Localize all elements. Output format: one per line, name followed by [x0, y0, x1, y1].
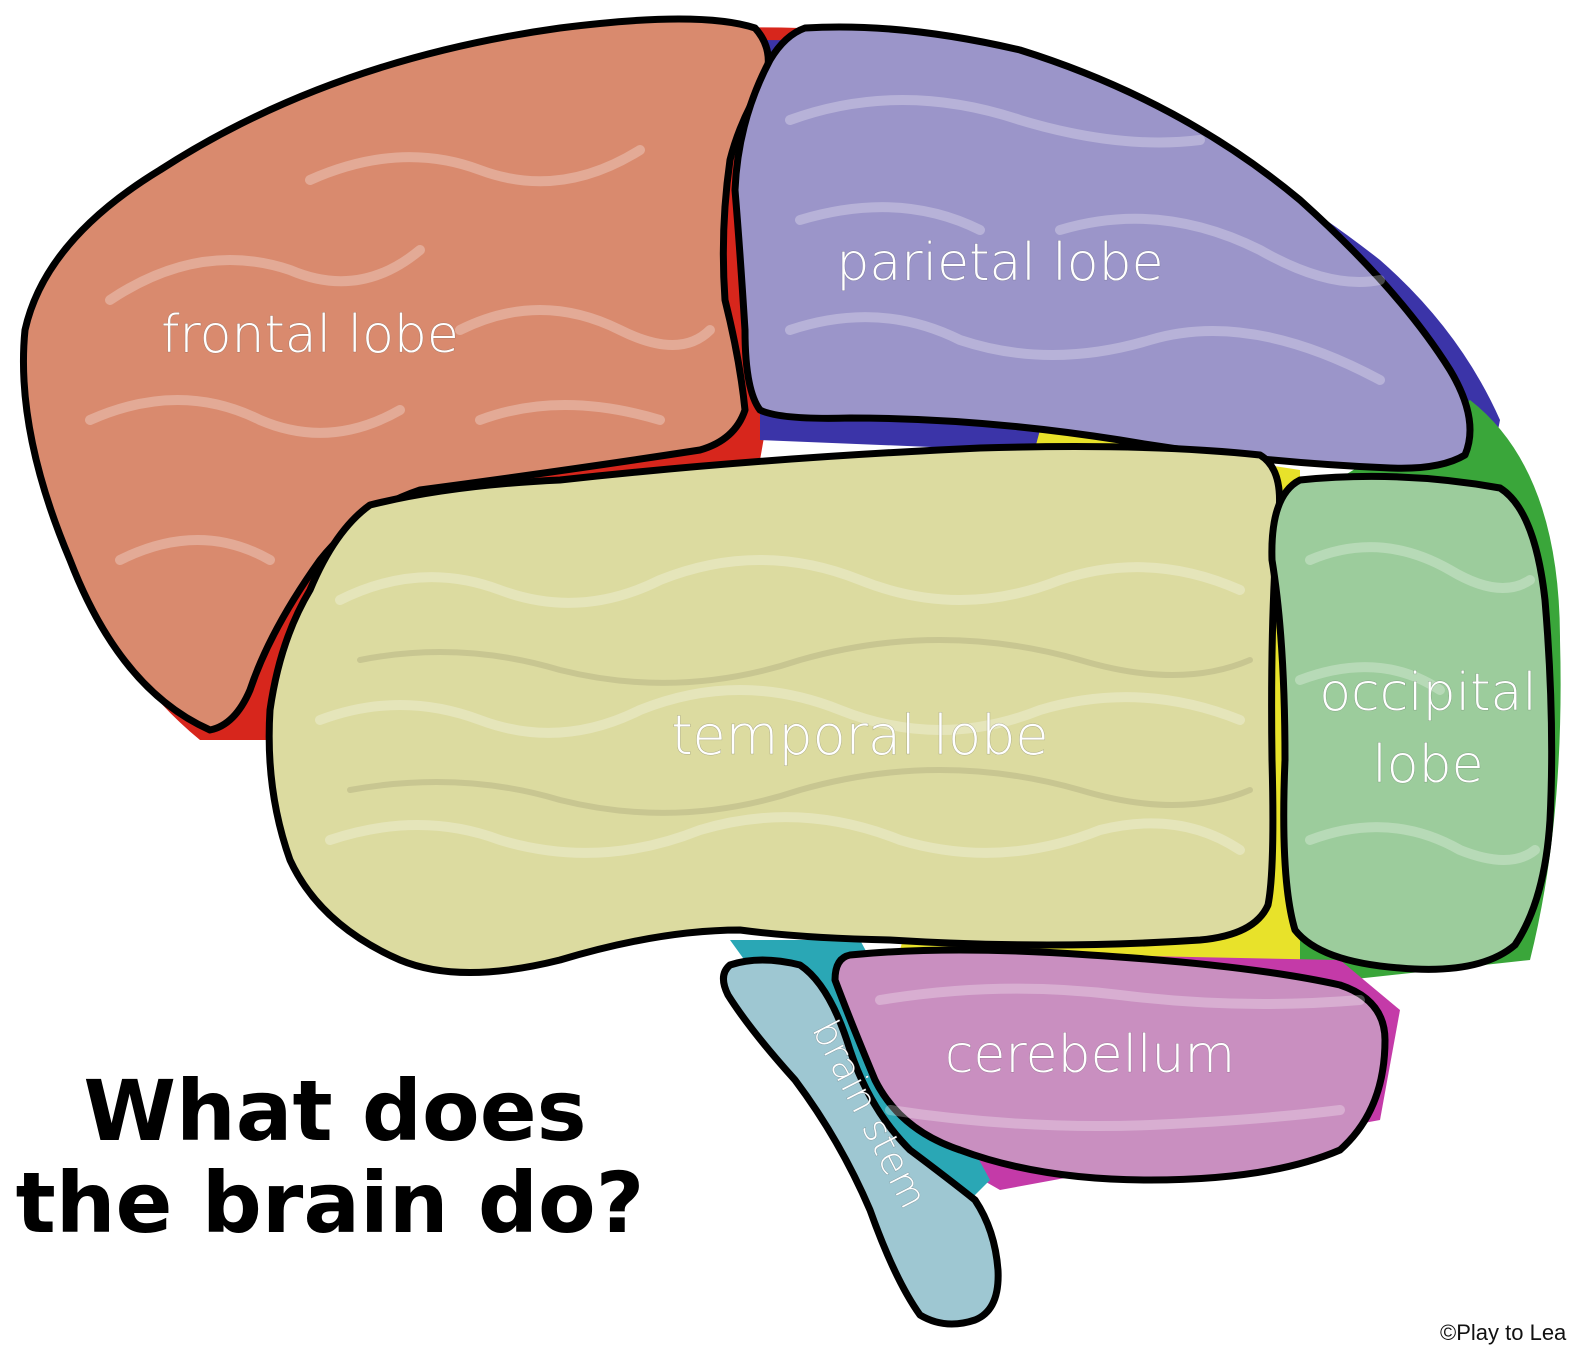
occipital-lobe: occipital lobe	[1272, 476, 1552, 969]
title-line-2: the brain do?	[16, 1154, 645, 1252]
occipital-lobe-label-line1: occipital	[1319, 663, 1537, 723]
occipital-lobe-label-line2: lobe	[1372, 735, 1483, 795]
title-line-1: What does	[83, 1062, 586, 1160]
temporal-lobe: temporal lobe	[269, 447, 1279, 973]
cerebellum-label: cerebellum	[945, 1025, 1235, 1085]
parietal-lobe-label: parietal lobe	[836, 233, 1163, 293]
frontal-lobe-label: frontal lobe	[161, 305, 459, 365]
temporal-lobe-label: temporal lobe	[671, 704, 1048, 767]
copyright-footer: ©Play to Lea	[1440, 1320, 1567, 1345]
